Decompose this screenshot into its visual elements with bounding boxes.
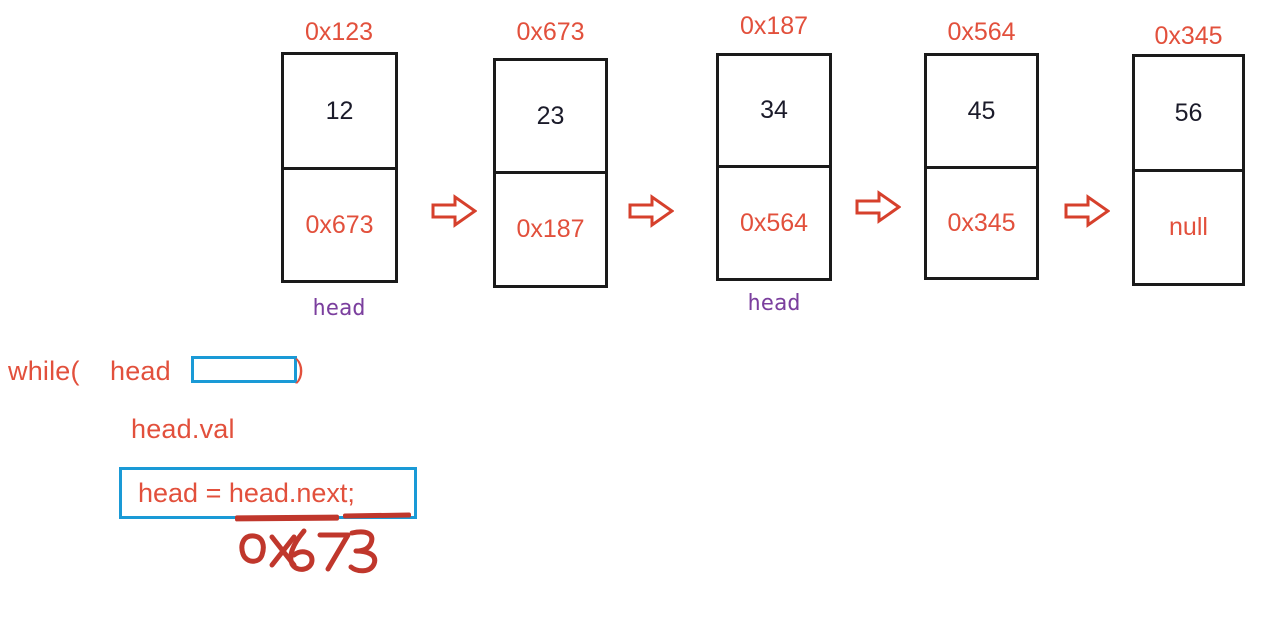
body-statement-text: head.val bbox=[131, 414, 235, 444]
node-address-label-2: 0x673 bbox=[516, 18, 585, 46]
annotation-underline-2 bbox=[342, 512, 412, 519]
node-next-pointer-4: 0x345 bbox=[947, 208, 1016, 237]
node-address-label-3: 0x187 bbox=[739, 12, 809, 40]
head-marker-1: head bbox=[312, 296, 366, 321]
handwritten-address-annotation bbox=[232, 521, 392, 579]
node-next-pointer-2: 0x187 bbox=[516, 215, 585, 243]
node-value-5: 56 bbox=[1135, 57, 1242, 172]
link-arrow-icon-3 bbox=[855, 190, 901, 224]
link-arrow-icon-4 bbox=[1064, 194, 1110, 228]
link-arrow-icon-1 bbox=[431, 194, 477, 228]
node-next-pointer-3: 0x564 bbox=[739, 208, 809, 237]
while-condition-blank-input[interactable] bbox=[191, 356, 297, 383]
boxed-advance-statement[interactable]: head = head.next; bbox=[119, 467, 417, 519]
list-node-1: 12 0x673 bbox=[281, 52, 398, 283]
while-close-paren-text: ) bbox=[295, 354, 305, 384]
node-address-label-4: 0x564 bbox=[947, 18, 1016, 46]
node-next-pointer-1: 0x673 bbox=[305, 210, 374, 239]
link-arrow-icon-2 bbox=[628, 194, 674, 228]
node-value-2: 23 bbox=[496, 61, 605, 174]
list-node-5: 56 null bbox=[1132, 54, 1245, 286]
node-value-1: 12 bbox=[284, 55, 395, 170]
list-node-3: 34 0x564 bbox=[716, 53, 832, 281]
head-marker-3: head bbox=[747, 291, 801, 316]
while-keyword-text: while( bbox=[8, 356, 80, 386]
node-address-label-1: 0x123 bbox=[304, 18, 374, 46]
list-node-4: 45 0x345 bbox=[924, 53, 1039, 280]
node-value-3: 34 bbox=[719, 56, 829, 168]
while-condition-variable-text: head bbox=[110, 356, 171, 386]
node-next-pointer-5: null bbox=[1169, 213, 1208, 241]
node-value-4: 45 bbox=[927, 56, 1036, 169]
boxed-advance-statement-text: head = head.next; bbox=[138, 477, 355, 508]
list-node-2: 23 0x187 bbox=[493, 58, 608, 288]
node-address-label-5: 0x345 bbox=[1154, 22, 1223, 50]
